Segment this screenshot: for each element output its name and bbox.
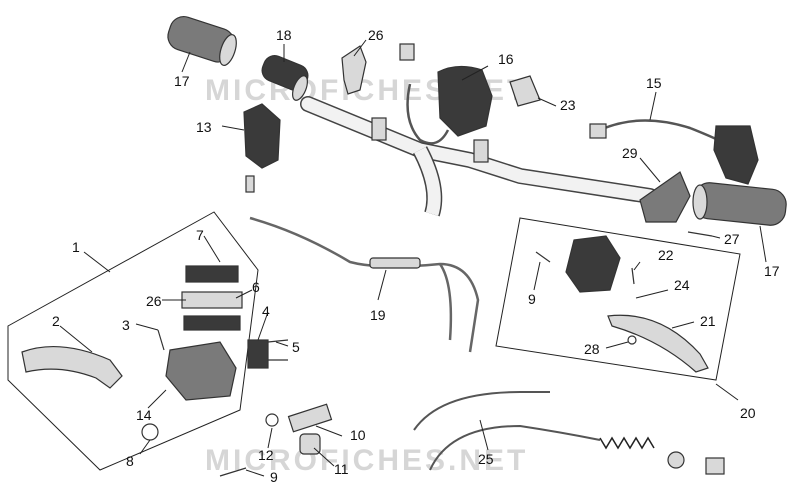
callout-27: 27 [724, 231, 740, 247]
left-grip [167, 15, 237, 66]
left-group-box [7, 211, 259, 471]
callout-3: 3 [122, 317, 130, 333]
connector [509, 75, 541, 107]
watermark-bottom: MICROFICHES.NET [205, 444, 528, 477]
callout-26-top: 26 [368, 27, 384, 43]
screw-27 [687, 231, 713, 237]
callout-18: 18 [276, 27, 292, 43]
callout-16: 16 [498, 51, 514, 67]
clutch-cable [413, 391, 725, 475]
callout-24: 24 [674, 277, 690, 293]
right-switch-assembly [399, 43, 493, 145]
callout-22: 22 [658, 247, 674, 263]
callout-17-right: 17 [764, 263, 780, 279]
switch-cover [639, 171, 691, 223]
callout-25: 25 [478, 451, 494, 467]
callout-26-left: 26 [146, 293, 162, 309]
leader-lines [59, 39, 767, 477]
callout-4: 4 [262, 303, 270, 319]
callout-2: 2 [52, 313, 60, 329]
callout-23: 23 [560, 97, 576, 113]
callout-28: 28 [584, 341, 600, 357]
callout-21: 21 [700, 313, 716, 329]
callout-1: 1 [72, 239, 80, 255]
callout-7: 7 [196, 227, 204, 243]
right-grip [692, 182, 787, 226]
callout-29: 29 [622, 145, 638, 161]
small-fasteners [141, 329, 333, 477]
brake-cable [249, 216, 480, 353]
callout-15: 15 [646, 75, 662, 91]
callout-14: 14 [136, 407, 152, 423]
callout-12: 12 [258, 447, 274, 463]
right-group-box [495, 217, 741, 381]
callout-5: 5 [292, 339, 300, 355]
callout-20: 20 [740, 405, 756, 421]
callout-9-right: 9 [528, 291, 536, 307]
mount-bracket [341, 45, 367, 95]
throttle-housing [243, 103, 281, 193]
right-lever-parts [535, 235, 709, 373]
callout-8: 8 [126, 453, 134, 469]
callout-13: 13 [196, 119, 212, 135]
callout-17-left: 17 [174, 73, 190, 89]
left-brake-lever [21, 345, 123, 389]
master-cylinder [165, 265, 269, 401]
throttle-sleeve [261, 55, 309, 101]
callout-9-left: 9 [270, 469, 278, 485]
callout-10: 10 [350, 427, 366, 443]
callout-11: 11 [334, 461, 349, 477]
callout-6: 6 [252, 279, 260, 295]
callout-labels: 1 2 3 4 5 6 7 8 9 9 10 11 12 13 14 15 16… [52, 27, 780, 485]
left-switch-assembly [589, 119, 759, 185]
callout-19: 19 [370, 307, 386, 323]
handlebar [300, 96, 658, 217]
